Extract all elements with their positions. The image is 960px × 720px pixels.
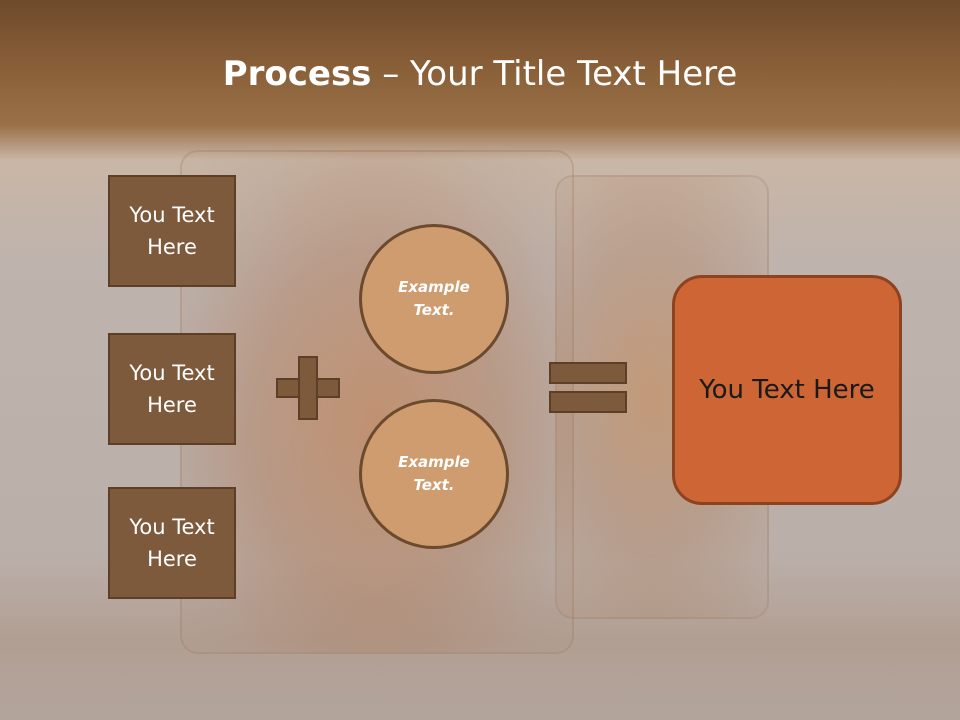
input-box-3-text: You Text Here: [129, 515, 215, 571]
example-circle-2-text: Example Text.: [398, 453, 470, 494]
example-circle-1-text: Example Text.: [398, 278, 470, 319]
background-glass-left: [180, 150, 574, 654]
input-box-2[interactable]: You Text Here: [108, 333, 236, 445]
example-circle-1[interactable]: Example Text.: [359, 224, 509, 374]
slide-title[interactable]: Process – Your Title Text Here: [0, 52, 960, 96]
input-box-1-text: You Text Here: [129, 203, 215, 259]
title-bold: Process: [222, 54, 372, 94]
example-circle-2[interactable]: Example Text.: [359, 399, 509, 549]
title-rest: – Your Title Text Here: [371, 54, 738, 94]
input-box-2-text: You Text Here: [129, 361, 215, 417]
input-box-1[interactable]: You Text Here: [108, 175, 236, 287]
result-box-text: You Text Here: [699, 375, 875, 405]
plus-icon: [276, 356, 340, 420]
input-box-3[interactable]: You Text Here: [108, 487, 236, 599]
result-box[interactable]: You Text Here: [672, 275, 902, 505]
